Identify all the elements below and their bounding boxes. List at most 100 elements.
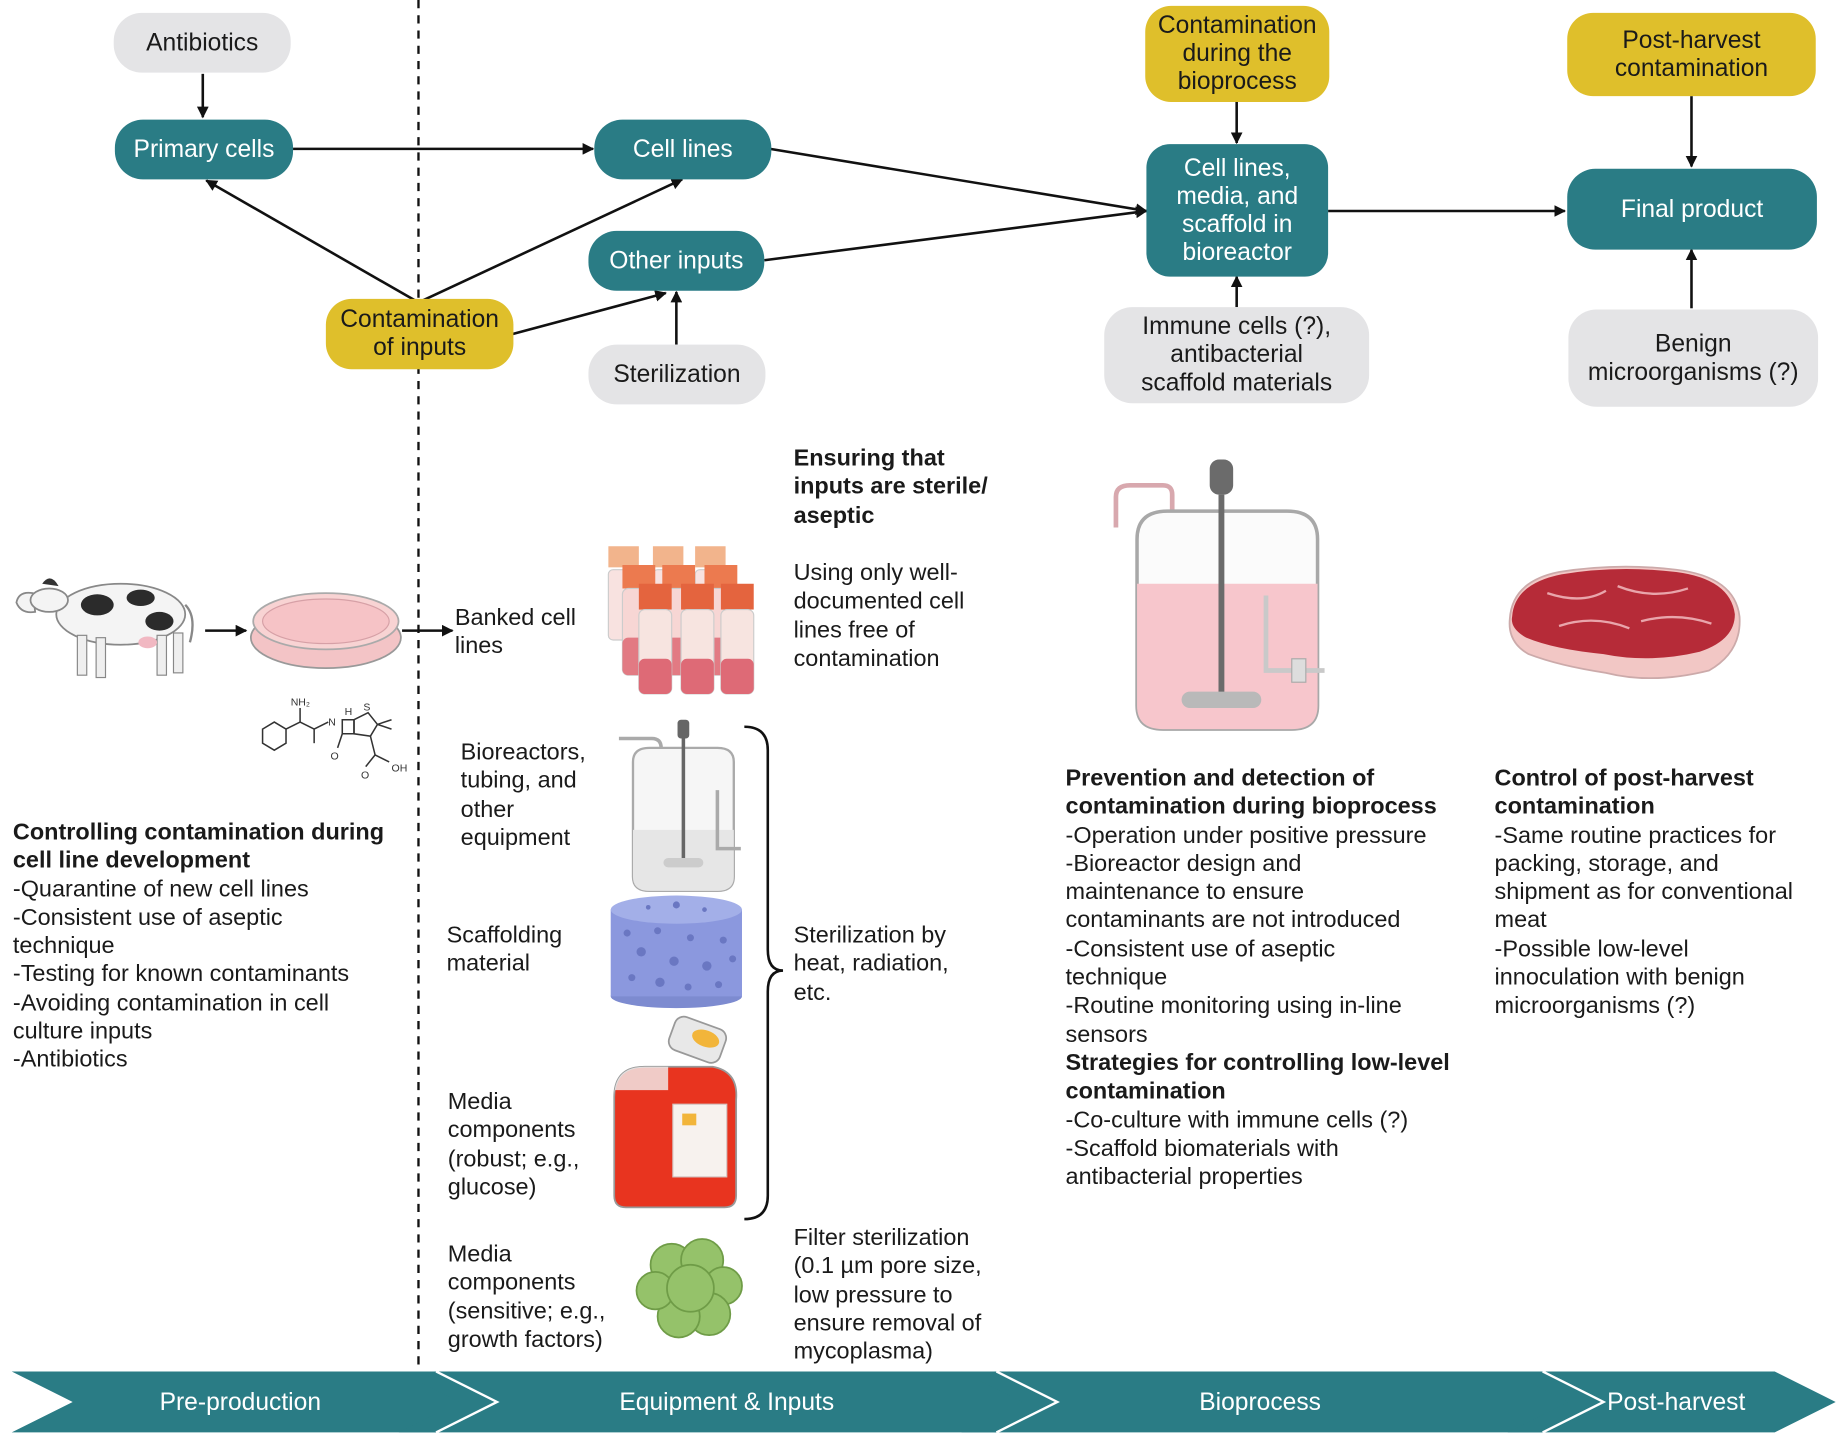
sterilization-description-line: etc. (793, 979, 832, 1006)
node-bioreactor-line: media, and (1176, 182, 1299, 210)
arrow-contam-primary (205, 179, 420, 304)
bioreactors-label-line: other (460, 796, 515, 823)
bioprocess-item: sensors (1065, 1021, 1148, 1048)
node-cell-lines: Cell lines (594, 119, 772, 180)
molecule-label-oh: OH (392, 762, 408, 774)
bioprocess-item: contaminants are not introduced (1065, 907, 1401, 934)
node-immune-line: antibacterial (1170, 341, 1304, 369)
node-sterilization: Sterilization (588, 344, 766, 405)
banked-description-line: contamination (793, 645, 940, 672)
filter-description-line: (0.1 µm pore size, (793, 1253, 982, 1280)
banked-description-line: documented cell (793, 588, 965, 615)
bioprocess-item: -Routine monitoring using in-line (1065, 993, 1402, 1020)
bioprocess-item: -Scaffold biomaterials with (1065, 1135, 1339, 1162)
node-contamination-inputs-line: Contamination (340, 305, 500, 333)
node-other-inputs: Other inputs (588, 230, 765, 291)
bioreactors-label-line: equipment (460, 825, 571, 851)
media-sensitive-label: Media components (sensitive; e.g., growt… (448, 1240, 606, 1354)
postharvest-item: innoculation with benign (1494, 964, 1745, 991)
node-bioreactor-line: bioreactor (1182, 238, 1292, 266)
molecule-label-n: N (328, 717, 336, 729)
node-cell-lines-label: Cell lines (632, 135, 733, 163)
inputs-heading: Ensuring that inputs are sterile/ asepti… (794, 444, 988, 529)
node-antibiotics-label: Antibiotics (146, 28, 259, 56)
node-immune-line: scaffold materials (1141, 369, 1333, 397)
banked-description: Using only well- documented cell lines f… (794, 559, 965, 673)
molecule-label-s: S (363, 701, 370, 713)
node-contamination-bioprocess-line: Contamination (1157, 11, 1317, 39)
node-final-product: Final product (1567, 168, 1817, 250)
stage-chevron-postharvest (1507, 1371, 1836, 1433)
stage-postharvest: Post-harvest (1607, 1389, 1746, 1417)
preproduction-item: -Consistent use of aseptic (12, 904, 283, 931)
bioprocess-heading2-line: Strategies for controlling low-level (1065, 1050, 1450, 1077)
postharvest-heading-line: Control of post-harvest (1494, 765, 1754, 792)
molecule-label-o: O (331, 751, 339, 763)
preproduction-heading-line: cell line development (12, 847, 251, 874)
filter-description-line: mycoplasma) (793, 1338, 933, 1365)
large-bioreactor-illustration (1113, 459, 1325, 731)
node-benign-line: Benign (1654, 329, 1732, 357)
media-robust-label-line: Media (447, 1088, 512, 1115)
media-robust-label-line: components (447, 1117, 576, 1144)
arrow-celllines-bioreactor (769, 147, 1148, 216)
bioprocess-item: technique (1065, 964, 1168, 991)
postharvest-item: microorganisms (?) (1494, 993, 1696, 1020)
filter-description: Filter sterilization (0.1 µm pore size, … (794, 1224, 982, 1366)
filter-description-line: ensure removal of (793, 1310, 982, 1337)
arrow-contam-celllines (417, 178, 684, 304)
node-primary-cells: Primary cells (114, 119, 294, 180)
bioreactors-label-line: Bioreactors, (460, 739, 586, 766)
scaffold-label-line: Scaffolding (446, 922, 563, 949)
bioprocess-item: -Operation under positive pressure (1065, 822, 1427, 849)
media-sensitive-label-line: Media (447, 1241, 512, 1268)
petri-dish-illustration (249, 592, 402, 670)
bioprocess-item: -Bioreactor design and (1065, 850, 1302, 877)
node-contamination-bioprocess-line: during the (1182, 39, 1292, 67)
scaffold-illustration (610, 895, 743, 1009)
sterilization-description-line: heat, radiation, (793, 951, 949, 977)
stage-preproduction: Pre-production (159, 1389, 322, 1417)
preproduction-text: Controlling contamination during cell li… (13, 818, 384, 1074)
bioprocess-item: antibacterial properties (1065, 1164, 1303, 1190)
cow-illustration (15, 578, 194, 679)
bioreactors-label: Bioreactors, tubing, and other equipment (461, 738, 586, 852)
antibiotic-molecule: NH₂ N H S O O OH (261, 697, 408, 781)
sterilization-description: Sterilization by heat, radiation, etc. (794, 921, 949, 1006)
banked-label: Banked cell lines (455, 604, 576, 661)
node-sterilization-label: Sterilization (613, 360, 741, 388)
postharvest-heading-line: contamination (1494, 793, 1655, 820)
media-sensitive-label-line: growth factors) (447, 1326, 603, 1353)
node-other-inputs-label: Other inputs (609, 246, 744, 274)
banked-description-line: Using only well- (793, 560, 958, 587)
bioprocess-item: -Co-culture with immune cells (?) (1065, 1107, 1409, 1134)
stage-bar (11, 1370, 1836, 1434)
preproduction-item: -Avoiding contamination in cell (12, 990, 330, 1017)
inputs-heading-line: Ensuring that (793, 445, 945, 472)
stage-bioprocess: Bioprocess (1199, 1389, 1321, 1417)
scaffold-label: Scaffolding material (447, 921, 563, 978)
meat-illustration (1508, 565, 1741, 680)
node-post-harvest-contamination-line: Post-harvest (1622, 26, 1761, 54)
postharvest-item: meat (1494, 907, 1547, 934)
scaffold-label-line: material (446, 951, 530, 977)
node-post-harvest-contamination-line: contamination (1614, 54, 1769, 82)
preproduction-item: -Antibiotics (12, 1047, 128, 1074)
preproduction-item: culture inputs (12, 1018, 153, 1045)
node-contamination-bioprocess-line: bioprocess (1177, 67, 1297, 95)
sterilization-description-line: Sterilization by (793, 922, 947, 949)
node-benign-line: microorganisms (?) (1587, 358, 1799, 386)
stage-chevron-equipment (398, 1371, 1058, 1433)
media-sensitive-label-line: components (447, 1269, 576, 1296)
postharvest-item: -Possible low-level (1494, 936, 1689, 963)
stage-chevron-preproduction (11, 1371, 498, 1433)
growth-factor-illustration (635, 1238, 743, 1339)
banked-label-line: Banked cell (454, 604, 577, 631)
inputs-heading-line: aseptic (793, 502, 875, 529)
cell-vials-illustration (607, 546, 755, 695)
